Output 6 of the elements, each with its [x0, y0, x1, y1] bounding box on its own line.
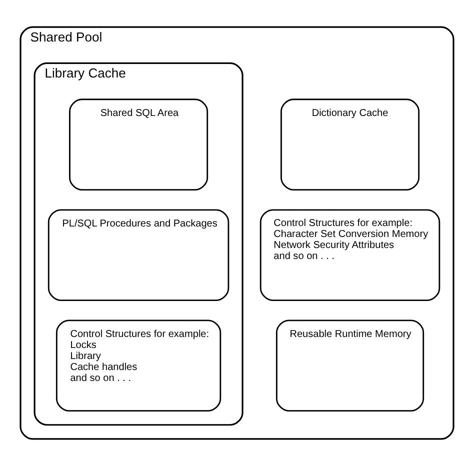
node-box: Control Structures for example: Character Set Conversion Memory Network Security Attributes and so on . . .	[260, 208, 440, 301]
node-box: Dictionary Cache	[280, 98, 420, 190]
node-box: Control Structures for example: Locks Library Cache handles and so on . . .	[56, 319, 222, 412]
node-box: PL/SQL Procedures and Packages	[48, 208, 230, 301]
node-box: Reusable Runtime Memory	[276, 319, 424, 412]
node-box: Shared SQL Area	[69, 98, 208, 190]
